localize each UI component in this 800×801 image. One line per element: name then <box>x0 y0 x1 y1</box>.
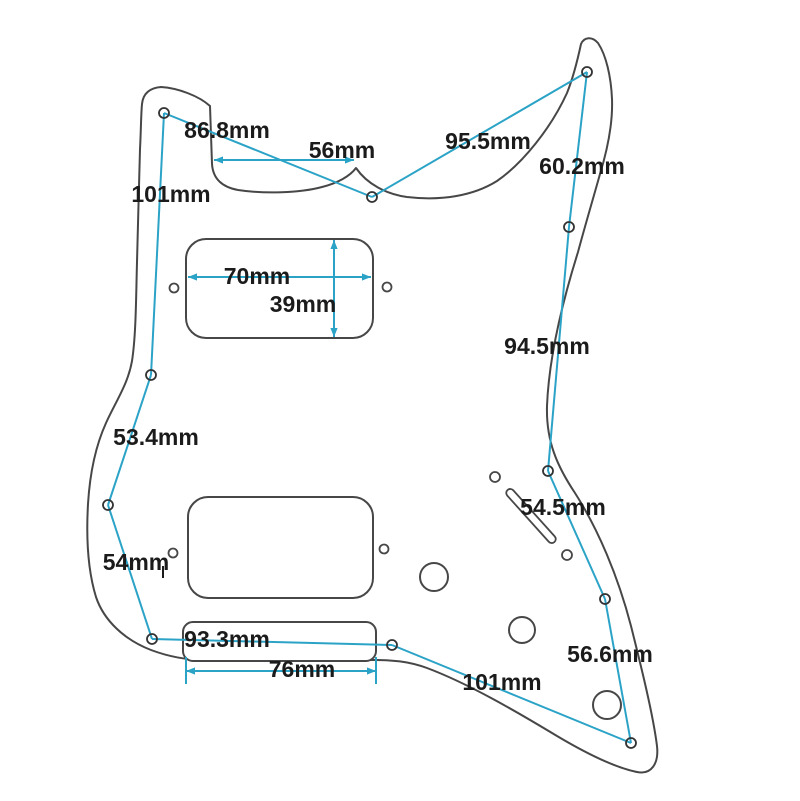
control-hole <box>592 690 622 720</box>
dimension-line-54mm <box>107 504 153 640</box>
screw-hole-h1 <box>158 107 170 119</box>
dimension-line-86.8mm <box>163 112 373 198</box>
dimension-label: 93.3mm <box>184 626 270 652</box>
dimension-label: 39mm <box>270 291 336 317</box>
arrowhead <box>330 240 338 249</box>
pickup-mount-hole <box>168 282 180 294</box>
pickup-mount-hole <box>167 547 179 559</box>
screw-hole-h6 <box>599 593 611 605</box>
control-hole <box>508 616 536 644</box>
dimension-label: 54mm <box>103 549 169 575</box>
arrowhead <box>188 273 197 281</box>
dimension-line-94.5mm <box>547 226 570 472</box>
arrowhead <box>186 667 195 675</box>
dimension-label: 95.5mm <box>445 128 531 154</box>
dimension-line-101mm <box>391 644 632 744</box>
arrowhead <box>345 156 354 164</box>
arrowhead <box>214 156 223 164</box>
screw-hole-h3 <box>581 66 593 78</box>
bridge-pickup-cutout <box>187 496 374 599</box>
dimension-label: 101mm <box>462 669 541 695</box>
screw-hole-h7 <box>625 737 637 749</box>
small-screw-hole <box>561 549 573 561</box>
neck-pickup-cutout <box>185 238 374 339</box>
dimension-label: 56mm <box>309 137 375 163</box>
screw-hole-h9 <box>146 633 158 645</box>
dimension-label: 60.2mm <box>539 153 625 179</box>
arrowhead <box>330 328 338 337</box>
dimension-line-54.5mm <box>547 470 606 600</box>
dimension-line-95.5mm <box>371 71 588 198</box>
screw-hole-h8 <box>386 639 398 651</box>
pickup-mount-hole <box>381 281 393 293</box>
dimension-line-53.4mm <box>107 374 152 506</box>
pickup-mount-hole <box>378 543 390 555</box>
control-hole <box>419 562 449 592</box>
dimension-label: 53.4mm <box>113 424 199 450</box>
screw-hole-h11 <box>145 369 157 381</box>
dimension-line-56.6mm <box>604 598 632 744</box>
dimension-label: 76mm <box>269 656 335 682</box>
arrowhead <box>362 273 371 281</box>
dimension-label: 70mm <box>224 263 290 289</box>
screw-hole-h5 <box>542 465 554 477</box>
switch-slot <box>505 488 557 544</box>
screw-hole-h10 <box>102 499 114 511</box>
dimension-line-60.2mm <box>568 71 588 228</box>
dimension-label: 101mm <box>131 181 210 207</box>
screw-hole-h2 <box>366 191 378 203</box>
screw-hole-h4 <box>563 221 575 233</box>
dimension-line-93.3mm <box>151 638 393 646</box>
small-screw-hole <box>489 471 501 483</box>
arrowhead <box>367 667 376 675</box>
dimension-label: 54.5mm <box>520 494 606 520</box>
dimension-label: 86.8mm <box>184 117 270 143</box>
dimension-label: 94.5mm <box>504 333 590 359</box>
dimension-line-101mm <box>150 112 165 376</box>
dimension-label: 56.6mm <box>567 641 653 667</box>
